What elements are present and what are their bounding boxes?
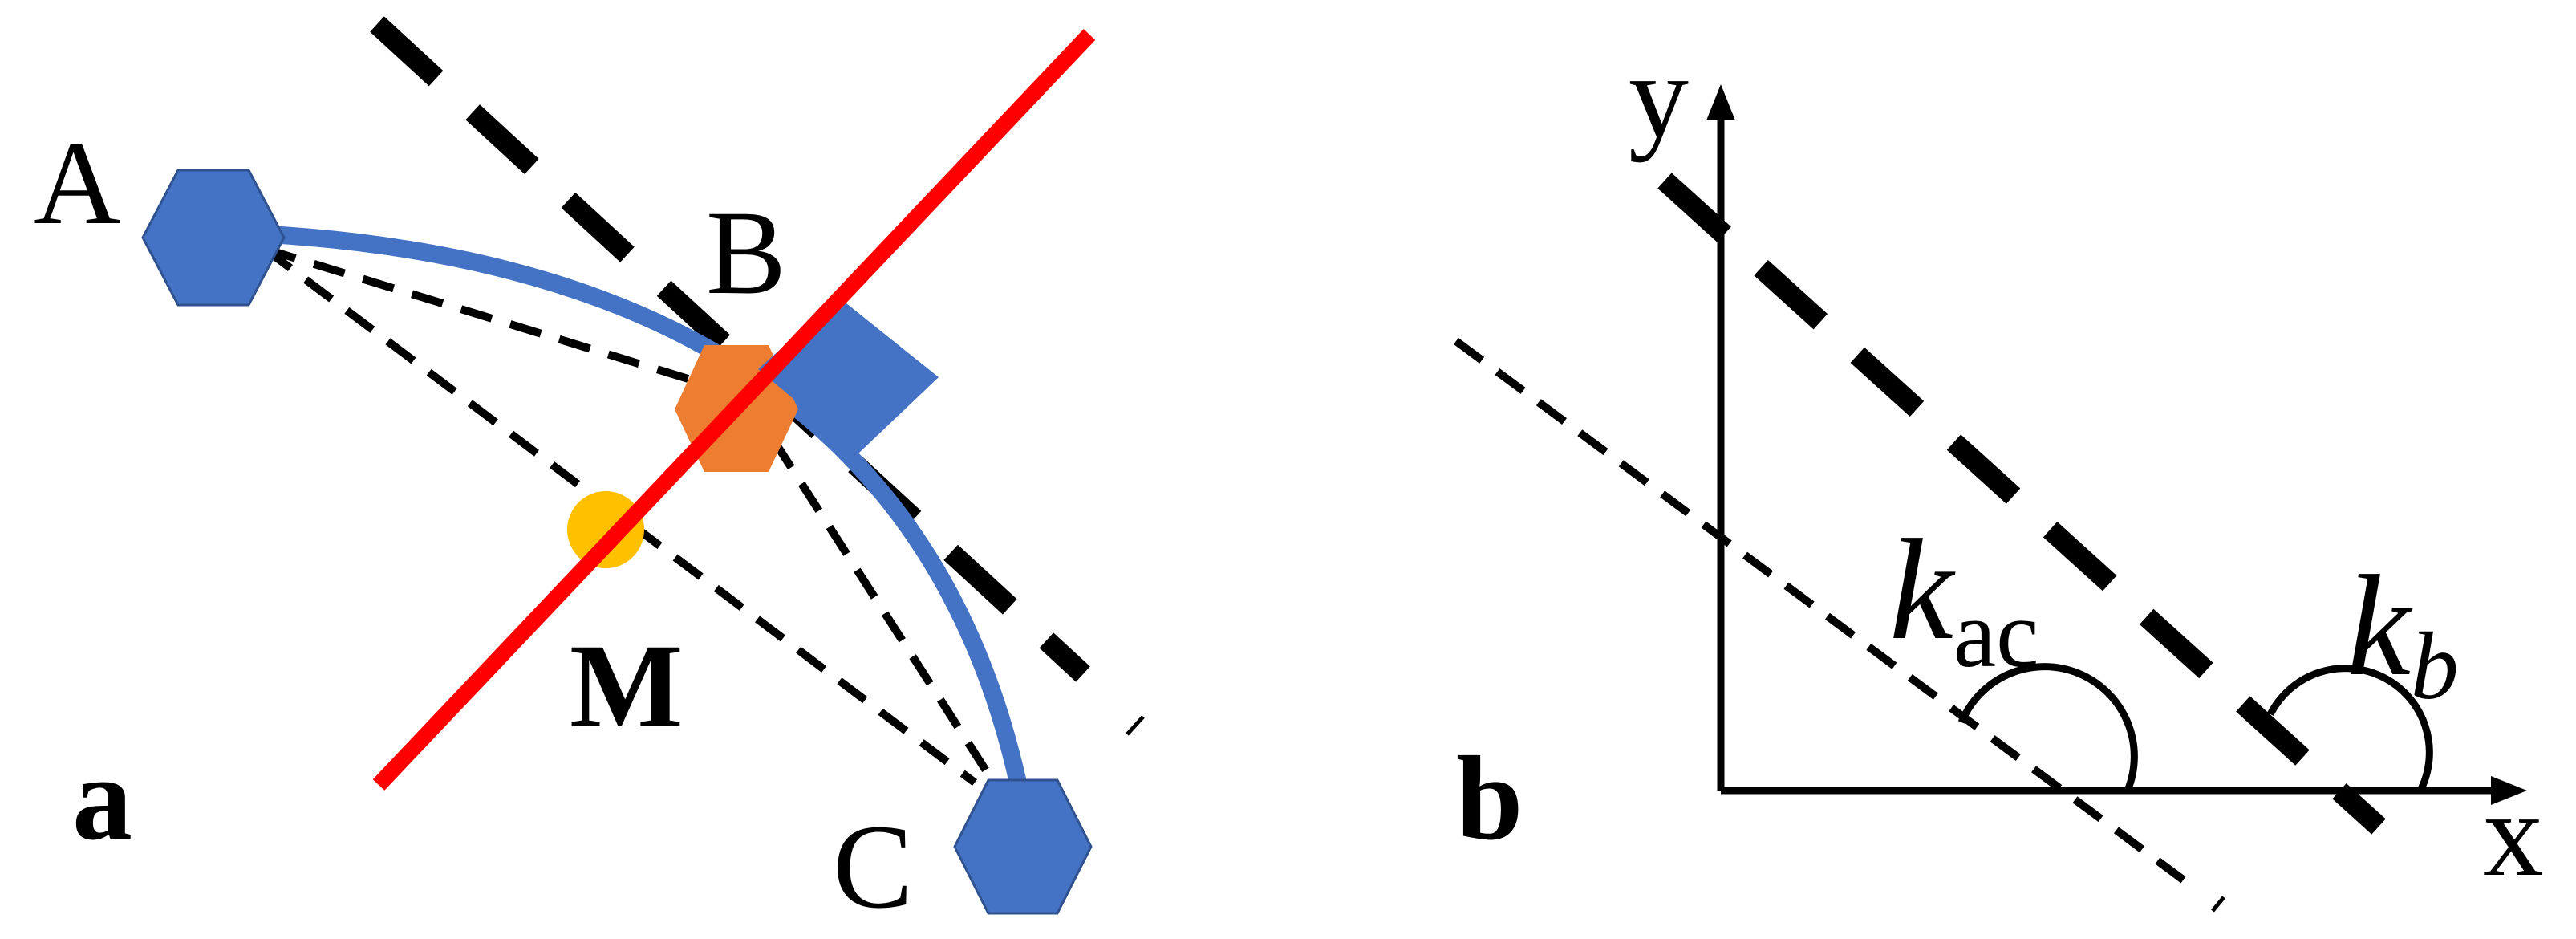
dashed-line-kac-tail	[2211, 896, 2225, 913]
y-axis-arrow-icon	[1706, 84, 1735, 120]
label-b: B	[706, 186, 786, 319]
midpoint-m-dot	[567, 491, 644, 568]
dashed-tangent-line-tail	[1126, 715, 1145, 736]
hexagon-c	[953, 778, 1093, 915]
perpendicular-line	[372, 29, 1096, 791]
panel-a: A B C M a	[34, 16, 1145, 933]
dashed-line-kb	[1657, 173, 2386, 835]
dashed-tangent-line	[370, 16, 1090, 682]
label-c: C	[833, 800, 913, 933]
chord-ab	[263, 245, 724, 393]
panel-b: y x kac kb b	[1454, 30, 2543, 913]
label-m: M	[570, 620, 684, 753]
angle-arc-kac	[1957, 663, 2138, 792]
label-y: y	[1629, 30, 1689, 163]
chord-bc	[742, 395, 1003, 793]
label-k-ac: kac	[1889, 510, 2038, 687]
label-a: A	[34, 116, 120, 250]
chord-ac	[262, 246, 978, 786]
label-k-b: kb	[2347, 546, 2459, 719]
panel-a-tag: a	[72, 732, 132, 865]
dashed-line-kac	[1454, 337, 2201, 895]
label-x: x	[2483, 768, 2543, 901]
angle-arc-kb	[2266, 665, 2433, 793]
panel-b-tag: b	[1456, 732, 1523, 865]
x-axis-arrow-icon	[2491, 776, 2527, 805]
hexagon-a	[141, 169, 286, 307]
